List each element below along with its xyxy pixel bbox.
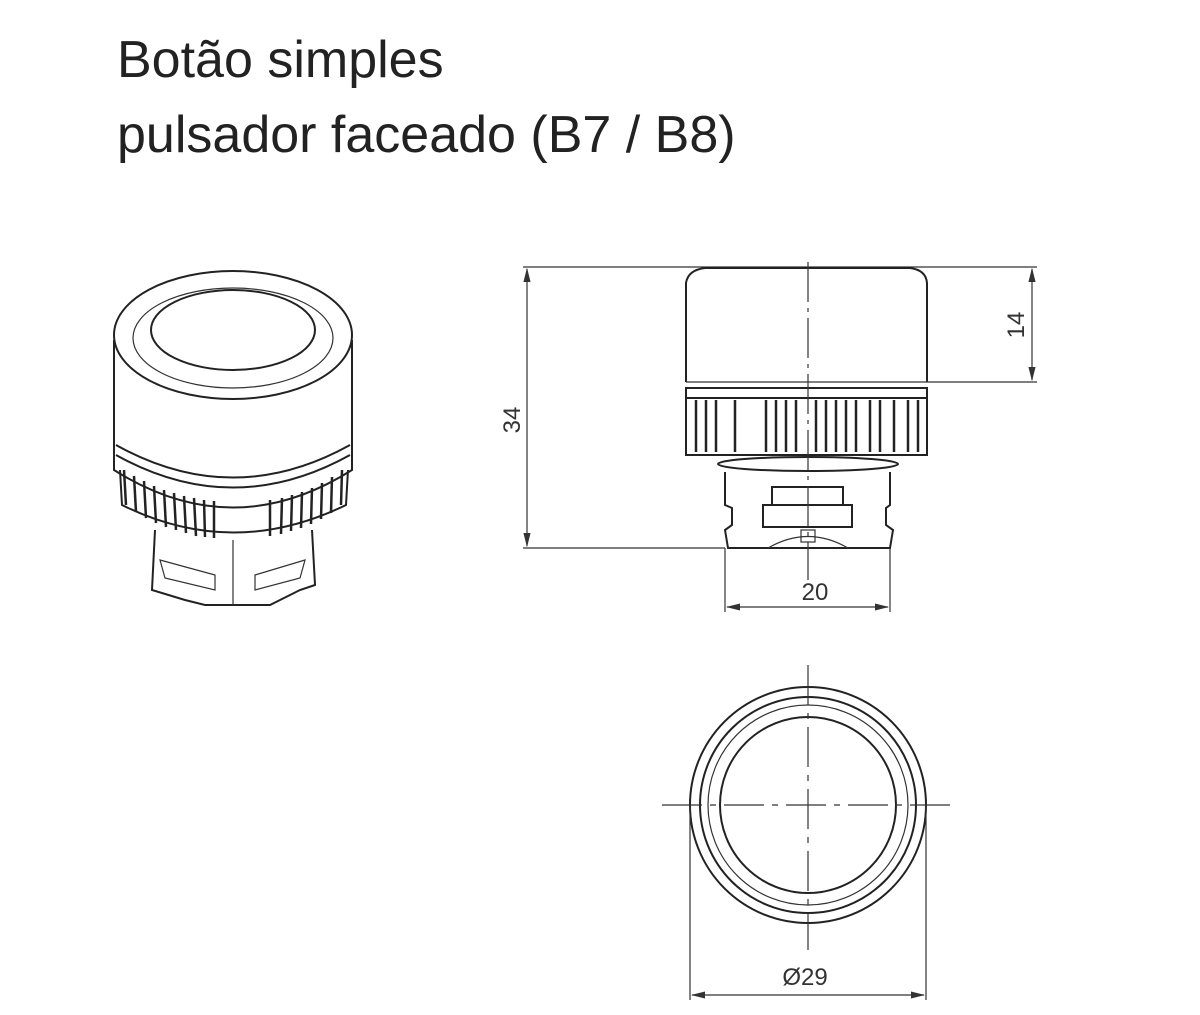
knurled-ring (122, 469, 344, 538)
dimension-34: 34 (499, 407, 526, 434)
isometric-view (113, 270, 353, 606)
side-view: 34 14 20 (499, 262, 1037, 612)
title-line-1: Botão simples (117, 31, 444, 89)
dimension-diameter-29: Ø29 (782, 964, 827, 991)
title-line-2: pulsador faceado (B7 / B8) (117, 106, 736, 164)
knurl-lines (694, 400, 920, 452)
dimension-14: 14 (1003, 312, 1030, 339)
top-view: Ø29 (662, 665, 952, 1000)
dimension-20: 20 (802, 579, 829, 606)
